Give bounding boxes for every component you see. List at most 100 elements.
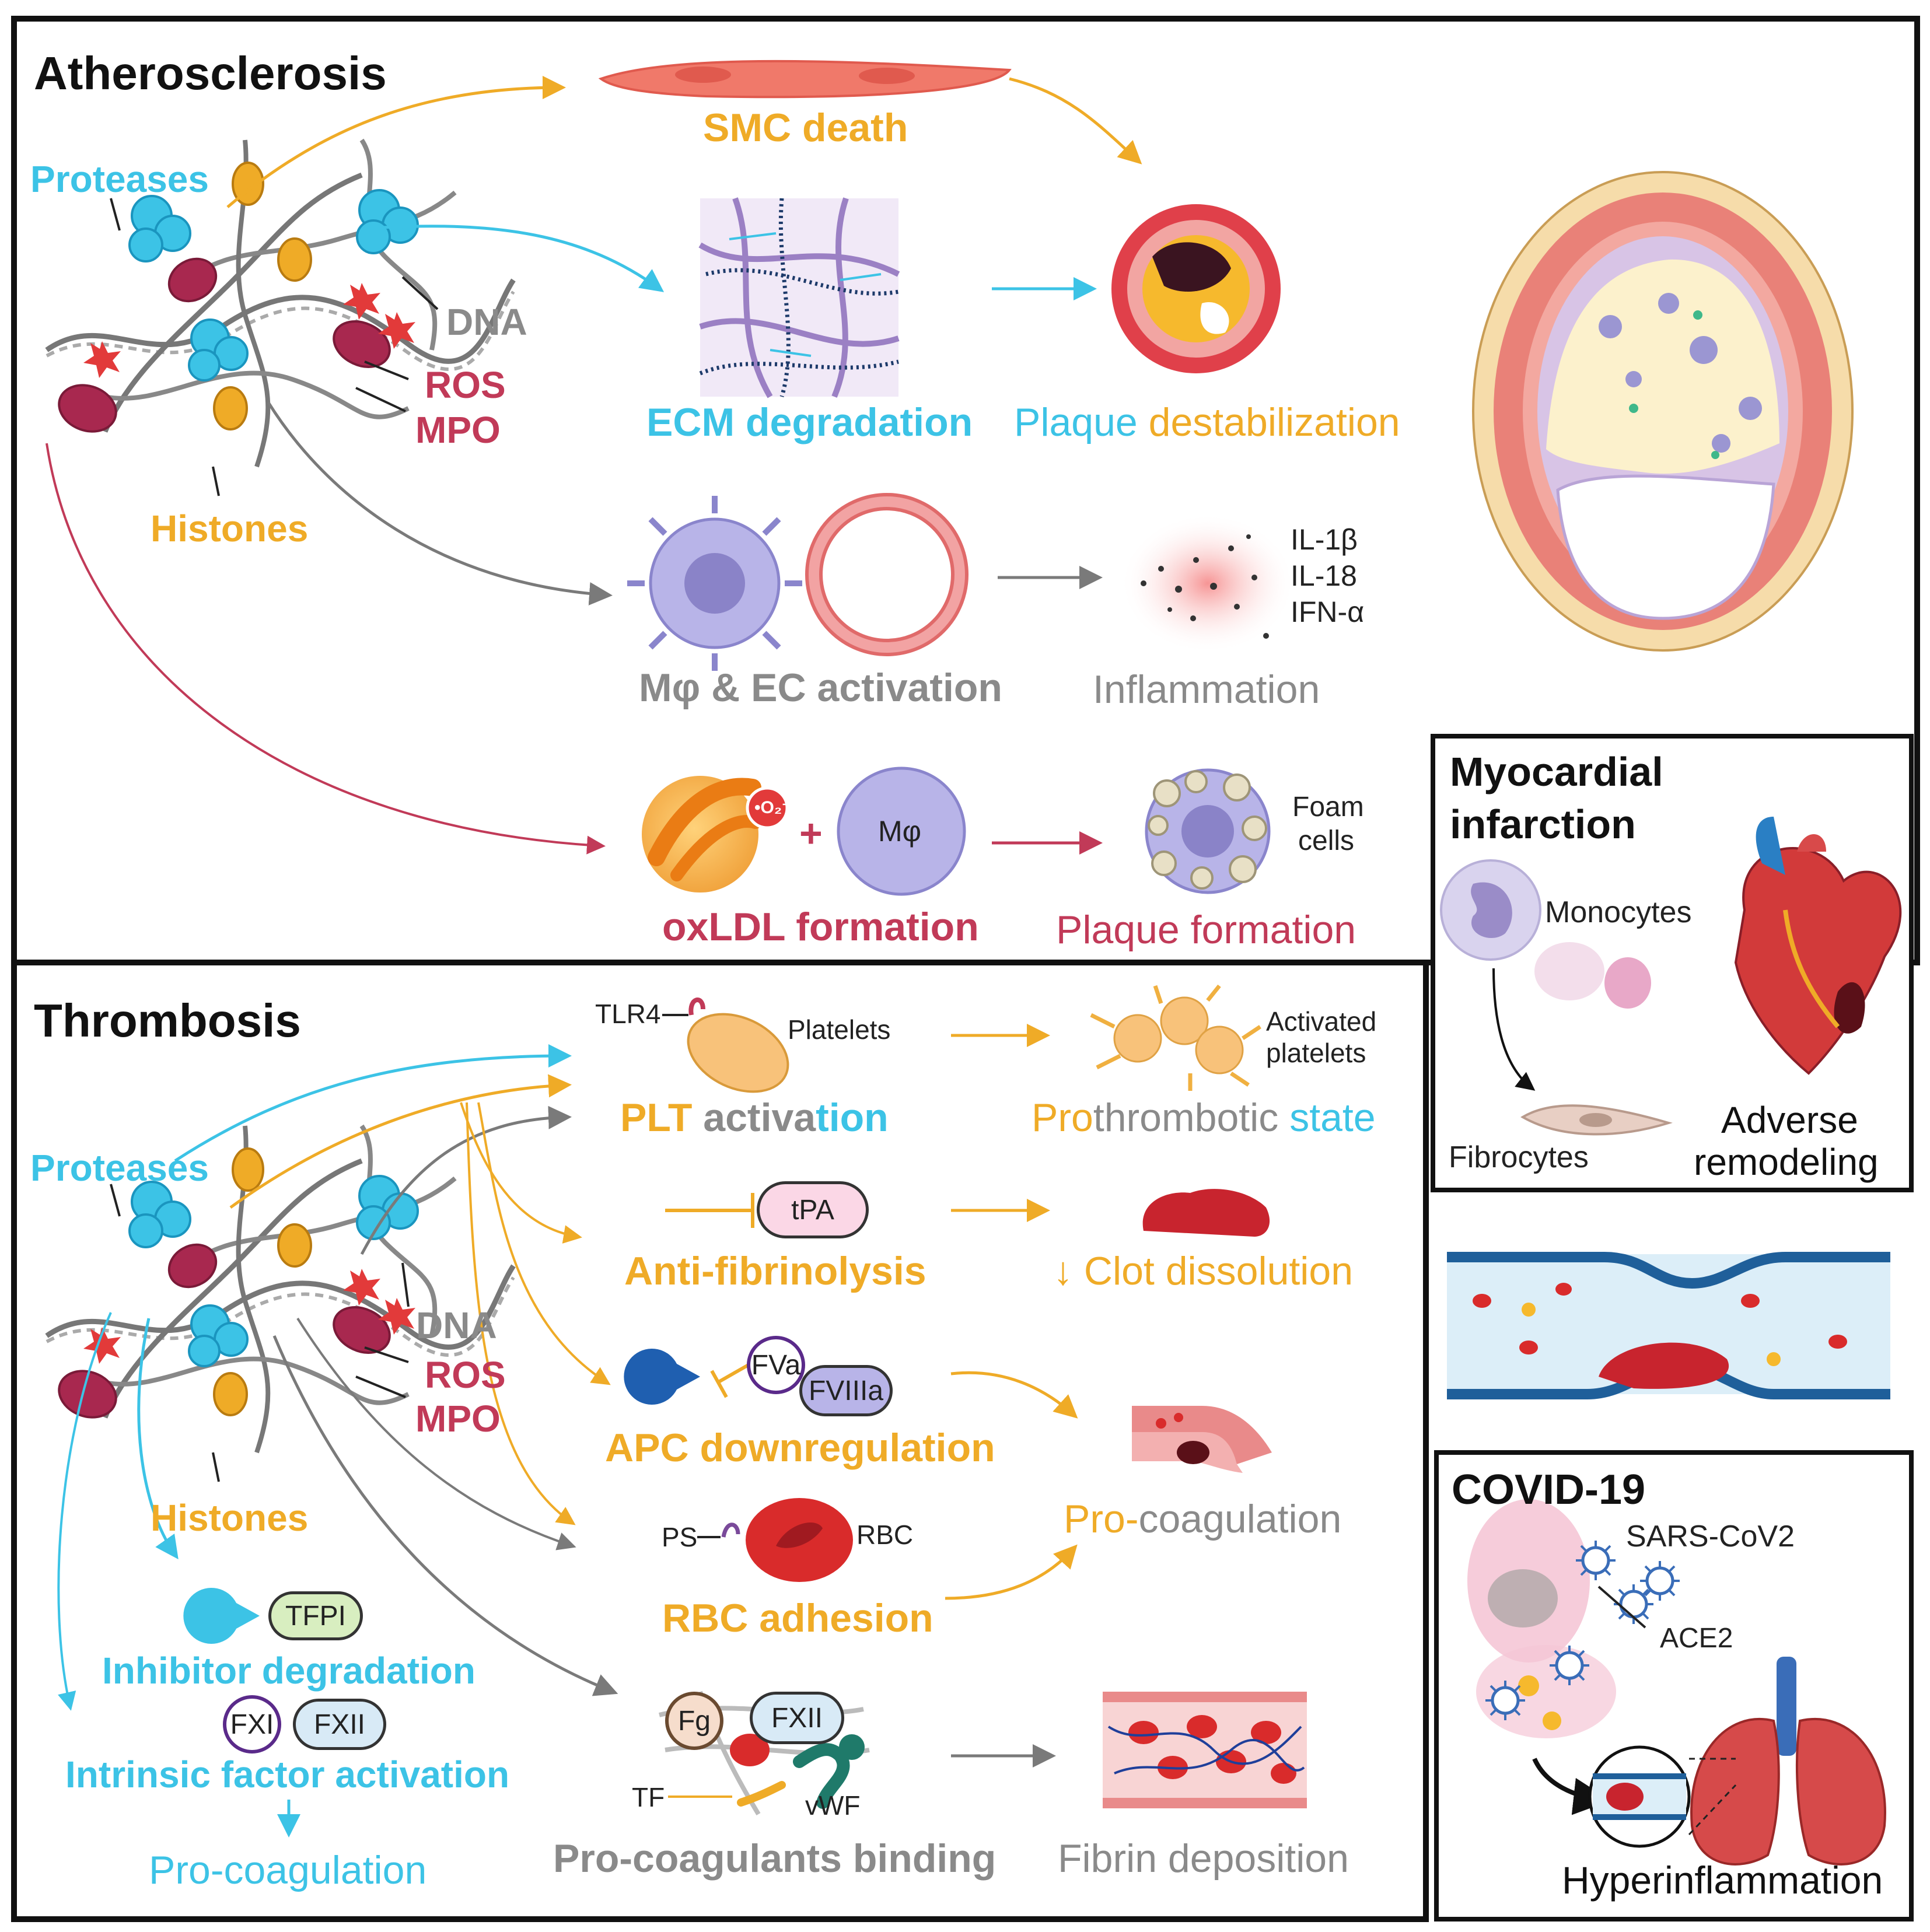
apc-downregulation-label: APC downregulation [605, 1426, 995, 1470]
il1b-label: IL-1β [1291, 523, 1358, 556]
arrow-rbc-orange [466, 1102, 576, 1525]
thrombosis-title: Thrombosis [34, 995, 301, 1046]
superoxide-label: •O₂⁻ [754, 798, 792, 817]
arrow-rbc-procoag [945, 1544, 1078, 1600]
virus-icon-4 [1485, 1681, 1525, 1720]
pro-word: Pro [1032, 1096, 1093, 1140]
state-word: state [1289, 1096, 1376, 1140]
tpa-pill: tPA [757, 1181, 869, 1238]
tf-label: TF [632, 1782, 665, 1812]
fxii-pill-binding: FXII [750, 1692, 844, 1744]
ps-receptor [721, 1522, 740, 1538]
fibrin-deposition-illustration [1103, 1692, 1307, 1808]
endothelial-ring-illustration [805, 493, 969, 656]
arrow-mphi [267, 401, 613, 606]
platelet-illustration [687, 1013, 789, 1093]
virus-icon-2 [1640, 1561, 1680, 1601]
macrophage-round-illustration [837, 766, 966, 896]
adverse-label: Adverse [1721, 1099, 1858, 1141]
activated-platelets-illustration [1090, 984, 1261, 1091]
fva-circle: FVa [747, 1336, 805, 1394]
arrow-inhibitor [137, 1318, 179, 1560]
monocyte-illustration [1440, 859, 1541, 961]
ace2-label: ACE2 [1660, 1623, 1733, 1654]
ecm-mesh-illustration [698, 197, 900, 398]
pro-coagulants-binding-label: Pro-coagulants binding [553, 1836, 997, 1881]
arrow-smc [226, 76, 566, 208]
remodeling-label: remodeling [1694, 1141, 1879, 1183]
arrow-oxldl [46, 443, 606, 855]
dna-label-bottom: DNA [416, 1304, 497, 1346]
coagulation-word: coagulation [1138, 1497, 1342, 1541]
arrow-ecm [382, 225, 665, 292]
mphi-label: Mφ [878, 815, 922, 848]
myocardial-title-line2: infarction [1450, 802, 1636, 847]
smc-death-label: SMC death [703, 106, 908, 150]
ps-label: PS [662, 1522, 698, 1552]
destabilization-word: destabilization [1148, 400, 1400, 444]
lungs-illustration [1690, 1657, 1886, 1866]
activa-word: activa [703, 1096, 816, 1140]
fibrin-deposition-label: Fibrin deposition [1058, 1836, 1349, 1881]
histones-label-bottom: Histones [151, 1497, 309, 1539]
inhibit-apc-bar [710, 1370, 728, 1398]
smc-cells-illustration [598, 60, 1012, 99]
fg-circle: Fg [665, 1692, 723, 1750]
pro-coagulation-label-right: Pro-coagulation [1064, 1499, 1341, 1539]
myocardial-title-line1: Myocardial [1450, 749, 1663, 794]
arrow-proteases-plt [174, 1044, 572, 1163]
inflammation-cloud [1120, 513, 1295, 653]
plaque-word: Plaque [1014, 400, 1138, 444]
pro-coag-word: Pro- [1064, 1497, 1139, 1541]
apc-pacman [624, 1349, 700, 1405]
sars-cov2-label: SARS-CoV2 [1626, 1520, 1795, 1553]
monocytes-label: Monocytes [1545, 895, 1692, 929]
covid-title: COVID-19 [1452, 1466, 1646, 1513]
fxi-circle: FXI [223, 1695, 281, 1754]
ros-label-bottom: ROS [425, 1354, 506, 1396]
dna-label-top: DNA [446, 301, 527, 343]
arrow-dna-plt [360, 1105, 572, 1255]
zoom-line-2 [1688, 1784, 1737, 1836]
tlr4-label: TLR4 [595, 999, 661, 1029]
heart-illustration [1734, 817, 1902, 1075]
plaque-destabilization-label: Plaque destabilization [1014, 402, 1400, 442]
procoag-vessel-illustration [1132, 1406, 1272, 1473]
arrow-rbc-gray [296, 1317, 576, 1550]
il18-label: IL-18 [1291, 559, 1357, 592]
arrow-apc [477, 1102, 611, 1385]
mpo-label-bottom: MPO [415, 1398, 501, 1440]
virus-icon-1 [1576, 1541, 1616, 1580]
plus-sign: + [799, 811, 823, 856]
arrow-monocyte-fibrocyte [1492, 968, 1536, 1091]
platelets-label: Platelets [788, 1014, 891, 1045]
proteases-label-top: Proteases [30, 158, 209, 200]
anti-fibrinolysis-label: Anti-fibrinolysis [624, 1249, 926, 1293]
proteases-label-bottom: Proteases [30, 1147, 209, 1189]
fibrocyte-illustration [1520, 1104, 1673, 1136]
virus-icon-5 [1550, 1646, 1589, 1685]
fviiia-pill: FVIIIa [799, 1365, 893, 1416]
ifna-label: IFN-α [1291, 596, 1365, 628]
thrombotic-word: thrombotic [1093, 1096, 1290, 1140]
artery-cross-section-illustration [1472, 171, 1854, 652]
monocyte-dispersing-illustration [1534, 942, 1651, 1009]
alveolus-zoom-illustration [1588, 1745, 1691, 1848]
rbc-adhesion-label: RBC adhesion [662, 1596, 933, 1640]
oxldl-formation-label: oxLDL formation [662, 905, 979, 949]
ros-label-top: ROS [425, 364, 506, 406]
inhibitor-degradation-label: Inhibitor degradation [102, 1650, 475, 1692]
platelets-activated-label: platelets [1266, 1038, 1366, 1068]
ecm-degradation-label: ECM degradation [646, 400, 973, 444]
rbc-label: RBC [856, 1520, 914, 1550]
clot-illustration [1142, 1189, 1270, 1237]
arrow-intrinsic [57, 1312, 112, 1711]
plaque-formation-label: Plaque formation [1056, 908, 1356, 952]
oxldl-particle-illustration [642, 776, 789, 892]
arrow-procoag-binding [272, 1335, 618, 1696]
arrow-apc-procoag [950, 1371, 1078, 1419]
tion-word: tion [816, 1096, 889, 1140]
protease-pacman [183, 1588, 260, 1644]
fxii-pill: FXII [293, 1699, 386, 1750]
clot-dissolution-label: ↓ Clot dissolution [1053, 1249, 1354, 1293]
